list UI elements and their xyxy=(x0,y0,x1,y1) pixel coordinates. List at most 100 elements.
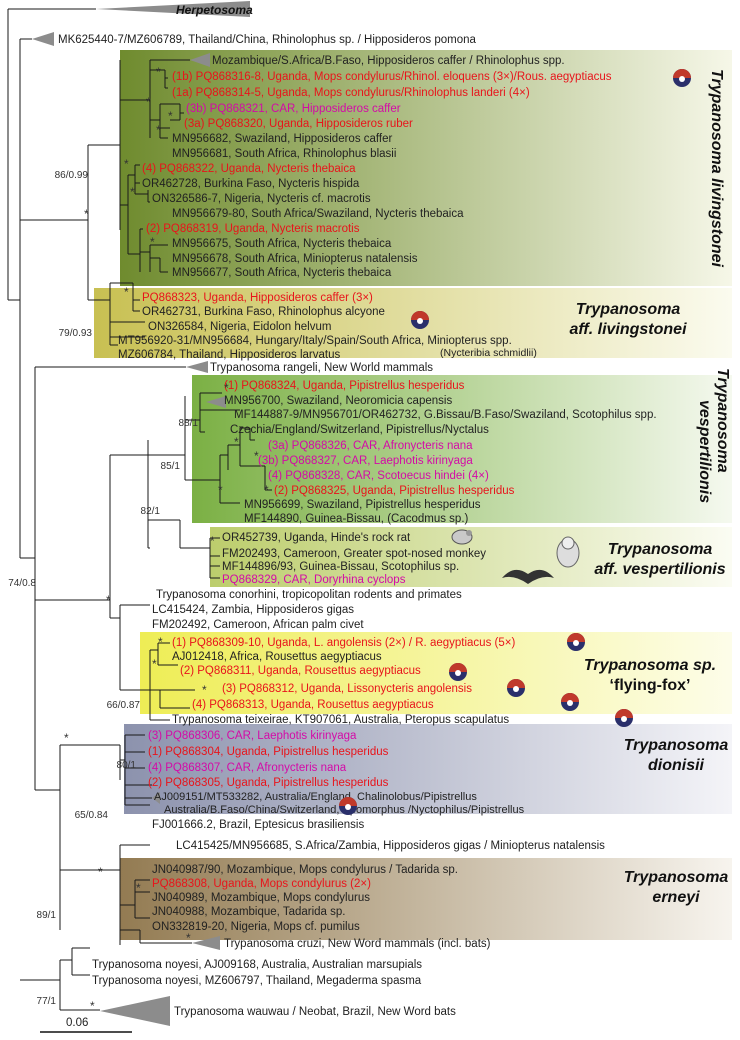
taxon-label: OR462728, Burkina Faso, Nycteris hispida xyxy=(142,178,360,190)
clade-name-aff-vespertilionis-genus: Trypanosoma xyxy=(608,541,713,558)
taxon-label: Trypanosoma noyesi, MZ606797, Thailand, … xyxy=(92,975,422,987)
svg-text:*: * xyxy=(124,285,129,299)
scale-bar-label: 0.06 xyxy=(66,1017,88,1029)
taxon-label: JN040989, Mozambique, Mops condylurus xyxy=(152,892,370,904)
taxon-label: (1) PQ868304, Uganda, Pipistrellus hespe… xyxy=(148,746,389,758)
bat-icon xyxy=(561,693,579,711)
collapsed-clade-outgroup xyxy=(32,32,54,46)
taxon-label: (1) PQ868309-10, Uganda, L. angolensis (… xyxy=(172,637,515,649)
taxon-label: (3) PQ868312, Uganda, Lissonycteris ango… xyxy=(222,683,472,695)
collapsed-clade-australia xyxy=(152,792,160,804)
taxon-label: (Nycteribia schmidlii) xyxy=(440,347,537,359)
clade-name-flying-fox-species: ‘flying-fox’ xyxy=(610,677,691,694)
taxon-label: (1b) PQ868316-8, Uganda, Mops condylurus… xyxy=(172,71,612,83)
taxon-label: (4) PQ868313, Uganda, Rousettus aegyptia… xyxy=(192,699,434,711)
taxon-label: MF144896/93, Guinea-Bissau, Scotophilus … xyxy=(222,561,459,573)
taxon-label: MN956700, Swaziland, Neoromicia capensis xyxy=(224,395,452,407)
svg-text:*: * xyxy=(150,235,155,249)
taxon-label: (4) PQ868328, CAR, Scotoecus hindei (4×) xyxy=(268,470,489,482)
clade-box-flying-fox xyxy=(140,632,732,714)
svg-text:*: * xyxy=(210,534,215,548)
svg-text:*: * xyxy=(264,483,269,497)
taxon-label: ON326586-7, Nigeria, Nycteris cf. macrot… xyxy=(152,193,371,205)
taxon-label: FJ001666.2, Brazil, Eptesicus brasiliens… xyxy=(152,819,364,831)
svg-text:*: * xyxy=(106,593,111,607)
taxon-label: JN040988, Mozambique, Tadarida sp. xyxy=(152,906,346,918)
svg-text:*: * xyxy=(158,635,163,649)
support-value: 80/1 xyxy=(117,760,137,771)
svg-text:*: * xyxy=(124,157,129,171)
svg-text:*: * xyxy=(168,109,173,123)
svg-text:Trypanosoma livingstonei: Trypanosoma livingstonei xyxy=(708,69,725,268)
collapsed-clade-wauwau xyxy=(100,996,170,1026)
clade-name-dionisii-genus: Trypanosoma xyxy=(624,737,729,754)
clade-name-aff-livingstonei-species: aff. livingstonei xyxy=(569,321,687,338)
support-value: 89/1 xyxy=(37,910,57,921)
taxon-label: Trypanosoma cruzi, New Word mammals (inc… xyxy=(224,938,491,950)
herpetosoma-label: Herpetosoma xyxy=(176,3,253,17)
support-value: 79/0.93 xyxy=(59,328,93,339)
collapsed-clade-czechia xyxy=(206,396,226,408)
svg-text:*: * xyxy=(156,65,161,79)
clade-name-flying-fox-genus: Trypanosoma sp. xyxy=(584,657,716,674)
bat-icon xyxy=(339,797,357,815)
taxon-label: AJ009151/MT533282, Australia/England, Ch… xyxy=(154,791,477,803)
svg-text:*: * xyxy=(90,999,95,1013)
taxon-label: MN956679-80, South Africa/Swaziland, Nyc… xyxy=(172,208,464,220)
clade-name-vespertilionis-species: vespertilionis xyxy=(696,400,713,503)
clade-box-dionisii xyxy=(124,724,732,814)
taxon-label: JN040987/90, Mozambique, Mops condylurus… xyxy=(152,864,458,876)
taxon-label: (3a) PQ868320, Uganda, Hipposideros rube… xyxy=(184,118,413,130)
taxon-label: Czechia/England/Switzerland, Pipistrellu… xyxy=(230,424,489,436)
taxon-label: (3a) PQ868326, CAR, Afronycteris nana xyxy=(268,440,473,452)
support-value: 82/1 xyxy=(141,506,161,517)
rat-icon xyxy=(451,529,473,545)
taxon-label: (3b) PQ868321, CAR, Hipposideros caffer xyxy=(186,103,401,115)
bat-icon xyxy=(567,633,585,651)
taxon-label: MT956920-31/MN956684, Hungary/Italy/Spai… xyxy=(118,335,512,347)
taxon-label: AJ012418, Africa, Rousettus aegyptiacus xyxy=(172,651,382,663)
taxon-label: MF144890, Guinea-Bissau, (Cacodmus sp.) xyxy=(244,513,469,525)
svg-text:*: * xyxy=(224,381,229,395)
taxon-label: (1) PQ868324, Uganda, Pipistrellus hespe… xyxy=(224,380,465,392)
clade-box-erneyi xyxy=(120,858,732,940)
taxon-label: Trypanosoma wauwau / Neobat, Brazil, New… xyxy=(174,1006,456,1018)
taxon-label: (1a) PQ868314-5, Uganda, Mops condylurus… xyxy=(172,87,530,99)
taxon-label: (3) PQ868306, CAR, Laephotis kirinyaga xyxy=(148,730,357,742)
tree-branches xyxy=(7,8,272,1011)
taxon-label: ON332819-20, Nigeria, Mops cf. pumilus xyxy=(152,921,360,933)
taxon-label: Mozambique/S.Africa/B.Faso, Hipposideros… xyxy=(212,55,565,67)
taxon-label: (4) PQ868322, Uganda, Nycteris thebaica xyxy=(142,163,356,175)
svg-text:*: * xyxy=(84,207,89,221)
bat-icon xyxy=(673,69,691,87)
taxon-label: (3b) PQ868327, CAR, Laephotis kirinyaga xyxy=(258,455,473,467)
monkey-icon xyxy=(556,536,580,568)
clade-name-erneyi-genus: Trypanosoma xyxy=(624,869,729,886)
support-value: 77/1 xyxy=(37,996,57,1007)
taxon-label: MN956682, Swaziland, Hipposideros caffer xyxy=(172,133,392,145)
clade-name-vespertilionis-genus: Trypanosoma xyxy=(714,368,731,473)
svg-text:*: * xyxy=(234,435,239,449)
taxon-label: Trypanosoma rangeli, New World mammals xyxy=(210,362,433,374)
taxon-label: PQ868329, CAR, Doryrhina cyclops xyxy=(222,574,406,586)
bat-icon xyxy=(411,311,429,329)
svg-text:*: * xyxy=(254,449,259,463)
collapsed-clade-herpetosoma xyxy=(96,1,250,17)
support-value: 66/0.87 xyxy=(107,700,141,711)
taxon-label: MN956681, South Africa, Rhinolophus blas… xyxy=(172,148,396,160)
taxon-label: MN956678, South Africa, Miniopterus nata… xyxy=(172,253,418,265)
taxon-label: MF144887-9/MN956701/OR462732, G.Bissau/B… xyxy=(234,409,657,421)
taxon-label: PQ868323, Uganda, Hipposideros caffer (3… xyxy=(142,292,373,304)
taxon-label: PQ868308, Uganda, Mops condylurus (2×) xyxy=(152,878,371,890)
flying-bat-silhouette-icon xyxy=(502,569,554,584)
support-asterisks: * * * * * * * * * * * * * * * * * * * * … xyxy=(64,65,269,1013)
svg-text:*: * xyxy=(64,731,69,745)
taxon-label: MN956677, South Africa, Nycteris thebaic… xyxy=(172,267,392,279)
clade-name-erneyi-species: erneyi xyxy=(652,889,700,906)
taxon-label: (2) PQ868319, Uganda, Nycteris macrotis xyxy=(146,223,360,235)
svg-text:*: * xyxy=(146,95,151,109)
bat-icon xyxy=(507,679,525,697)
taxon-label: Trypanosoma teixeirae, KT907061, Austral… xyxy=(172,714,509,726)
collapsed-clade-mozambique xyxy=(190,53,210,67)
